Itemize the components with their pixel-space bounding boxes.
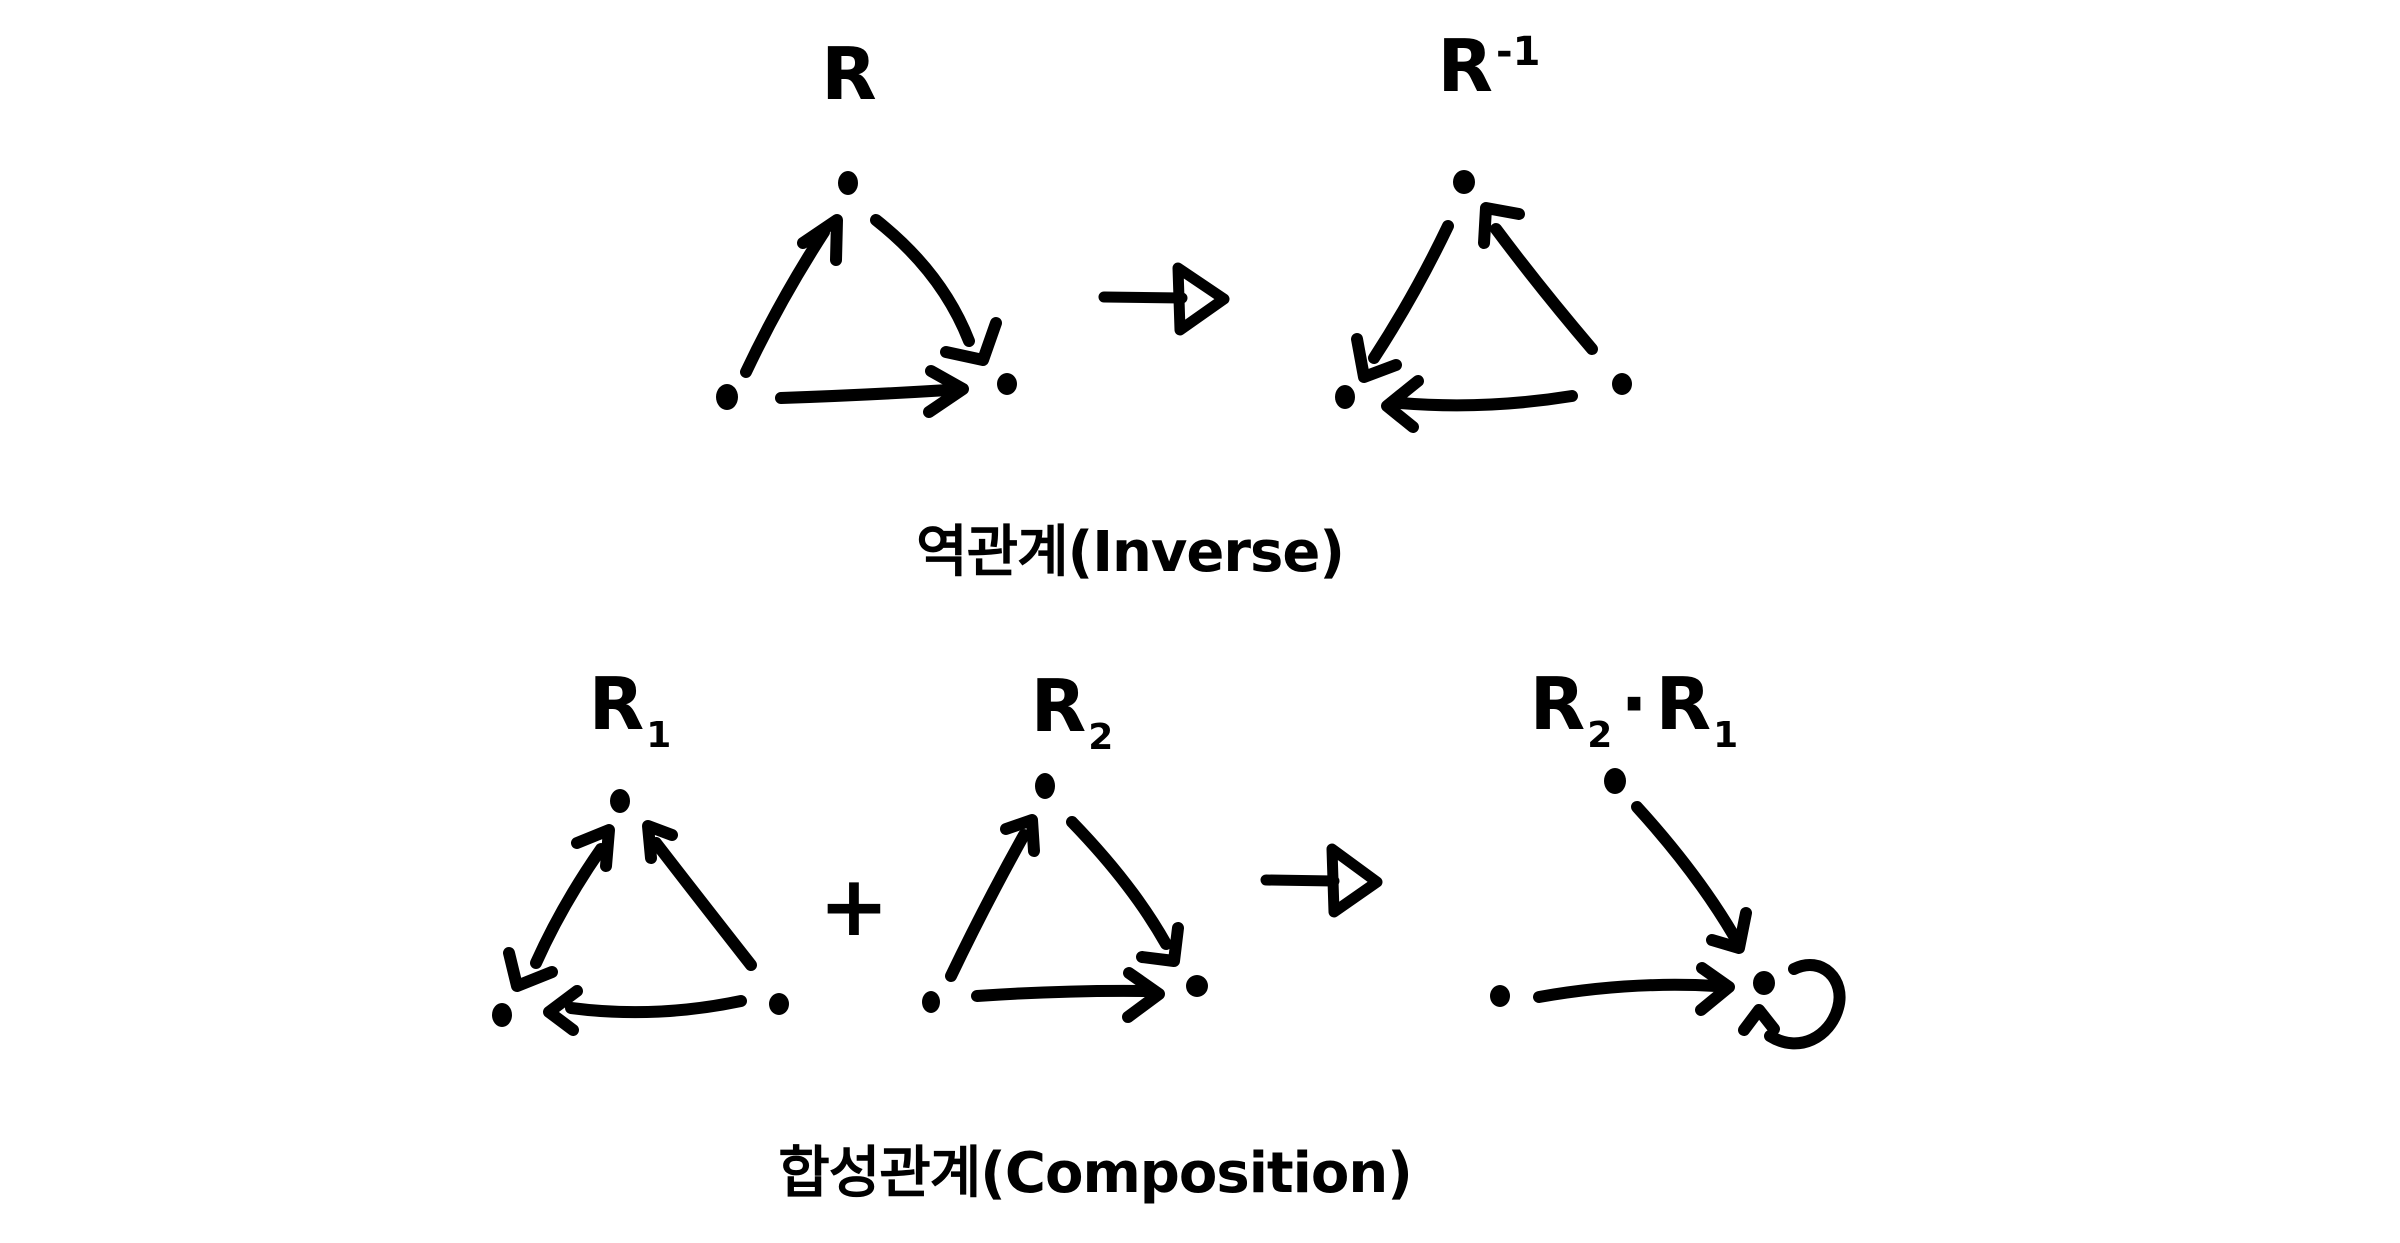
label-r: R: [821, 38, 876, 110]
arrow-shaft-left: [1394, 390, 1578, 412]
arrowhead: [1695, 962, 1735, 1016]
arrow-shaft-down-right: [870, 214, 975, 347]
implies-shaft: [1098, 291, 1188, 304]
arrow-shaft-right: [971, 984, 1153, 1002]
node-dot: [997, 373, 1017, 395]
arrow-shaft-up-left: [650, 837, 757, 971]
label-result-right-base: R: [1655, 662, 1712, 746]
graph-r1: [492, 789, 789, 1036]
node-dot: [492, 1003, 512, 1027]
node-dot: [1612, 373, 1632, 395]
arrow-shaft-down-right: [1066, 816, 1172, 950]
self-loop: [1764, 959, 1846, 1050]
arrowhead: [1478, 202, 1525, 249]
arrowhead: [1738, 1004, 1780, 1036]
label-r-inverse-base: R: [1437, 24, 1494, 108]
arrowhead: [543, 985, 583, 1036]
caption-inverse: 역관계(Inverse): [916, 525, 1345, 581]
implies-arrow-2: [1260, 843, 1383, 918]
arrow-shaft-up: [945, 829, 1030, 982]
label-r1: R1: [589, 668, 672, 754]
arrowhead: [1122, 967, 1165, 1023]
label-result-dot: ·: [1620, 662, 1648, 746]
node-dot: [1604, 768, 1626, 794]
implies-shaft: [1260, 874, 1340, 887]
node-dot: [769, 993, 789, 1015]
arrowhead: [1706, 907, 1752, 954]
caption-composition: 합성관계(Composition): [778, 1146, 1413, 1202]
node-dot: [1035, 773, 1055, 799]
label-r2-subscript: 2: [1088, 717, 1114, 758]
arrow-shaft-right: [775, 384, 954, 404]
arrow-shaft-down-right: [1631, 801, 1740, 942]
arrowhead: [1000, 814, 1040, 857]
arrow-shaft-down-left: [1368, 220, 1454, 364]
arrow-shaft-left: [565, 995, 747, 1019]
label-r-text: R: [821, 32, 877, 116]
arrowhead: [940, 317, 1002, 366]
label-r2: R2: [1031, 670, 1114, 756]
graph-composition-result: [1490, 768, 1846, 1050]
label-result-left-base: R: [1529, 662, 1586, 746]
node-dot: [716, 384, 738, 410]
node-dot: [922, 991, 940, 1013]
implies-open-head: [1326, 843, 1383, 918]
label-result: R2·R1: [1530, 668, 1738, 754]
graph-r2: [922, 773, 1208, 1023]
arrowhead: [571, 824, 615, 872]
node-dot: [610, 789, 630, 813]
operator-plus: +: [819, 864, 889, 948]
node-dot: [1186, 975, 1208, 997]
implies-open-head: [1172, 262, 1230, 336]
arrowhead: [797, 214, 843, 266]
arrowhead: [1136, 922, 1184, 967]
node-dot: [838, 171, 858, 195]
label-r-inverse-superscript: -1: [1496, 29, 1541, 75]
graph-r: [716, 171, 1017, 418]
arrow-shaft-up: [740, 226, 830, 378]
label-r1-base: R: [588, 662, 645, 746]
arrowhead: [1381, 375, 1424, 433]
label-result-left-subscript: 2: [1587, 715, 1613, 756]
label-r-inverse: R-1: [1438, 30, 1541, 102]
operator-plus-text: +: [818, 857, 890, 955]
arrowhead: [642, 820, 678, 864]
arrowhead: [1351, 333, 1402, 383]
caption-composition-text: 합성관계(Composition): [778, 1141, 1413, 1206]
label-result-right-subscript: 1: [1713, 715, 1739, 756]
node-dot: [1490, 985, 1510, 1007]
graph-r-inverse: [1335, 170, 1632, 433]
caption-inverse-text: 역관계(Inverse): [916, 520, 1345, 585]
node-dot: [1335, 385, 1355, 409]
node-dot: [1453, 170, 1475, 194]
arrow-shaft-right: [1533, 978, 1722, 1003]
implies-arrow: [1098, 262, 1230, 336]
arrowhead: [923, 365, 969, 418]
label-r1-subscript: 1: [646, 715, 672, 756]
arrow-shaft-up-left: [1490, 223, 1598, 355]
arrow-shaft-bidirectional: [530, 843, 607, 969]
arrowhead: [503, 947, 558, 992]
label-r2-base: R: [1030, 664, 1087, 748]
node-dot: [1753, 971, 1775, 995]
